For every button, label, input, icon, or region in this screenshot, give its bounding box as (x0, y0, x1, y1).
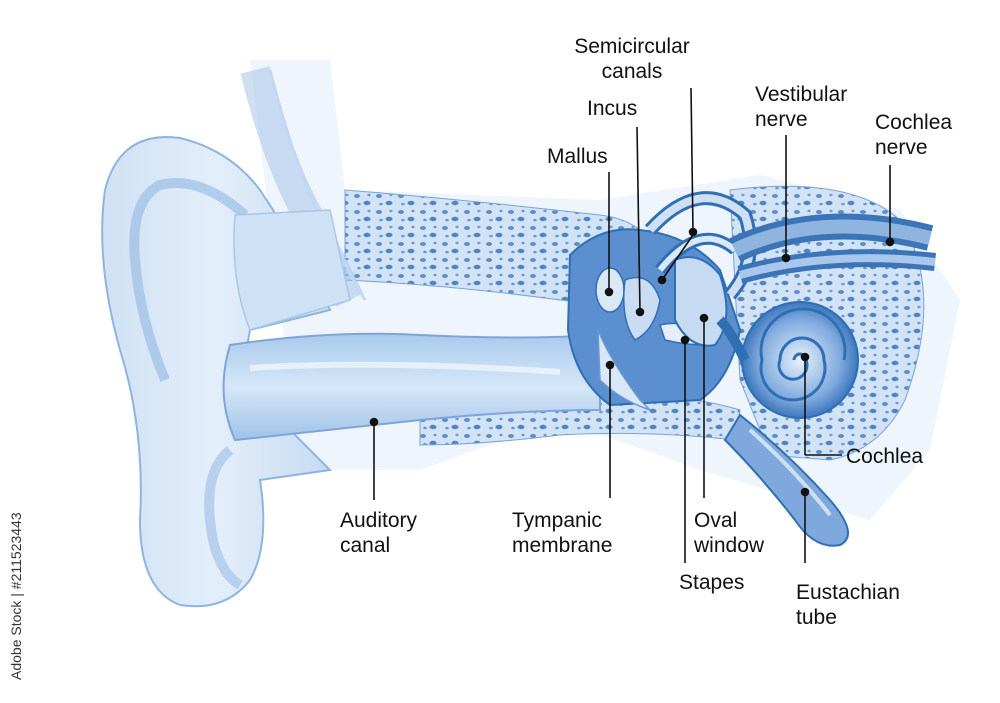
label-line: canal (340, 534, 391, 557)
label-cochlea-nerve: Cochlea nerve (875, 110, 952, 160)
label-line: Eustachian (796, 581, 900, 604)
label-line: Auditory (340, 509, 418, 532)
label-line: nerve (875, 136, 928, 159)
label-tympanic-membrane: Tympanic membrane (512, 508, 612, 558)
label-line: Mallus (547, 145, 608, 168)
label-cochlea: Cochlea (846, 444, 923, 469)
label-line: Stapes (679, 571, 745, 594)
label-line: Tympanic (512, 509, 602, 532)
label-line: membrane (512, 534, 613, 557)
label-line: Cochlea (875, 111, 953, 134)
label-oval-window: Oval window (694, 508, 764, 558)
label-line: nerve (755, 108, 808, 131)
watermark-text: Adobe Stock | #211523443 (8, 512, 24, 680)
label-line: tube (796, 606, 837, 629)
label-semicircular-canals: Semicircular canals (562, 34, 702, 84)
label-mallus: Mallus (547, 144, 608, 169)
label-line: window (694, 534, 765, 557)
label-incus: Incus (587, 96, 637, 121)
label-line: Oval (694, 509, 738, 532)
label-eustachian-tube: Eustachian tube (796, 580, 900, 630)
stock-watermark: Adobe Stock | #211523443 (6, 470, 26, 680)
label-auditory-canal: Auditory canal (340, 508, 417, 558)
label-stapes: Stapes (679, 570, 744, 595)
label-line: Semicircular (574, 35, 690, 58)
label-line: canals (601, 60, 663, 83)
label-line: Vestibular (755, 83, 848, 106)
label-line: Incus (587, 97, 638, 120)
label-line: Cochlea (846, 445, 924, 468)
label-vestibular-nerve: Vestibular nerve (755, 82, 847, 132)
